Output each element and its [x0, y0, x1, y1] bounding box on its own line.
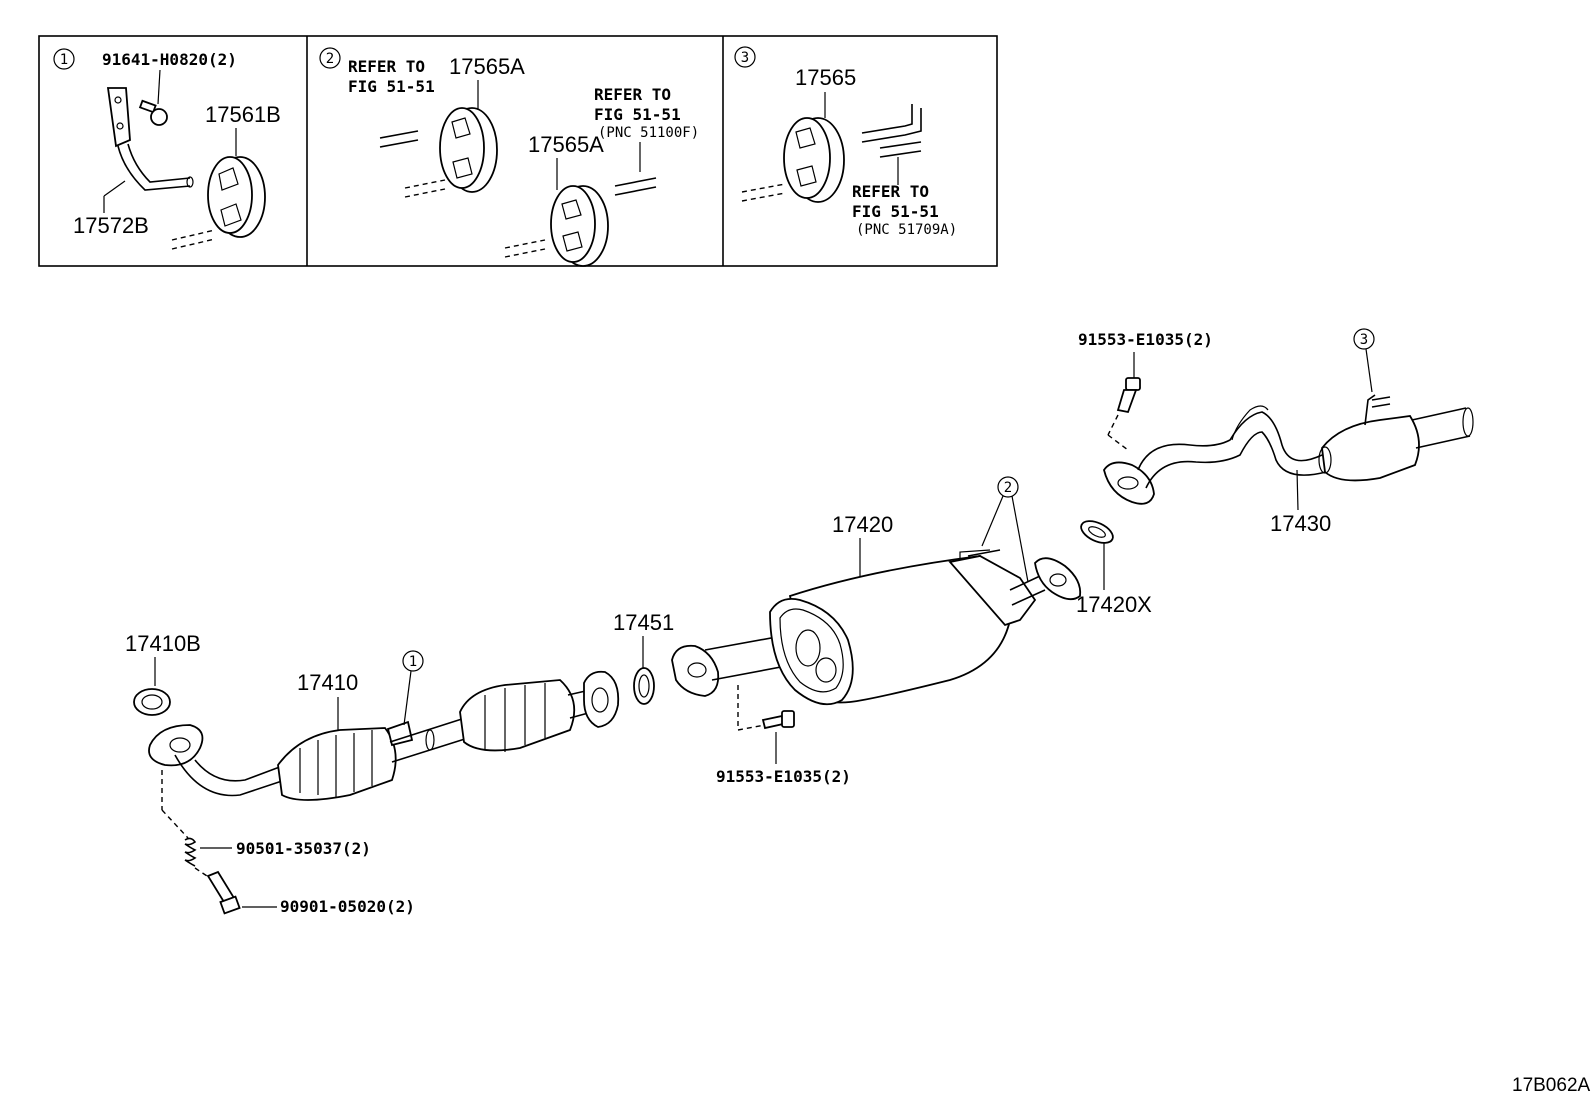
inset-2-hanger-b-label: 17565A — [528, 132, 604, 157]
front-gasket[interactable]: 17410B — [125, 631, 201, 716]
middle-gasket[interactable]: 17451 — [613, 610, 674, 705]
stud-bolt-label: 90901-05020(2) — [280, 897, 415, 916]
callout-2-number: 2 — [1004, 480, 1012, 496]
bracket-rod-part[interactable] — [861, 104, 922, 158]
callout-1: 1 — [402, 650, 424, 726]
center-muffler-assembly[interactable]: 17420 — [671, 512, 1082, 706]
rod-dash — [171, 229, 216, 241]
front-pipe-assembly[interactable]: 17410 — [148, 670, 620, 801]
inset-3-callout-number: 3 — [741, 50, 749, 66]
rear-bolt-label: 91553-E1035(2) — [1078, 330, 1213, 349]
spring-and-stud[interactable]: 90501-35037(2) 90901-05020(2) — [161, 770, 415, 916]
inset-2-hanger-a-label: 17565A — [449, 54, 525, 79]
inset-1-hanger-label: 17561B — [205, 102, 281, 127]
inset-2-callout-number: 2 — [326, 51, 334, 67]
inset-1-bolt-label: 91641-H0820(2) — [102, 50, 237, 69]
callout-3: 3 — [1353, 328, 1375, 393]
leader-line — [103, 180, 126, 197]
inset-panels — [38, 35, 998, 267]
callout-1-number: 1 — [409, 654, 417, 670]
inset-2-refer-line1: REFER TO — [348, 57, 425, 76]
hanger-bracket-part[interactable] — [106, 87, 194, 191]
tail-pipe-label: 17430 — [1270, 511, 1331, 536]
inset-1-bracket-label: 17572B — [73, 213, 149, 238]
diagram-id: 17B062A — [1512, 1075, 1591, 1096]
inset-2-callout-circle — [319, 47, 341, 69]
rear-gasket[interactable]: 17420X — [1076, 517, 1152, 617]
rod-dash — [171, 238, 216, 250]
muffler-label: 17420 — [832, 512, 893, 537]
inset-2: 2 REFER TO FIG 51-51 17565A REFER TO FIG… — [319, 47, 699, 267]
inset-2-refer-line2: FIG 51-51 — [348, 77, 435, 96]
rear-gasket-label: 17420X — [1076, 592, 1152, 617]
spring-label: 90501-35037(2) — [236, 839, 371, 858]
inset-3-refer-line1: REFER TO — [852, 182, 929, 201]
callout-2: 2 — [981, 476, 1029, 583]
front-pipe-label: 17410 — [297, 670, 358, 695]
inset-2-refer2-line2: FIG 51-51 — [594, 105, 681, 124]
rubber-hanger-part[interactable] — [439, 107, 498, 193]
inset-3-refer-pnc: (PNC 51709A) — [856, 222, 957, 238]
inset-frame — [38, 35, 998, 267]
middle-bolt-label: 91553-E1035(2) — [716, 767, 851, 786]
inset-1-callout-circle — [53, 48, 75, 70]
inset-3: 3 17565 REFER TO FIG 51-51 (PNC 51709A) — [734, 46, 957, 238]
inset-1-callout-number: 1 — [60, 52, 68, 68]
inset-1: 1 91641-H0820(2) 17572B 17561B — [53, 48, 281, 250]
inset-2-refer2-pnc: (PNC 51100F) — [598, 125, 699, 141]
leader-line — [157, 69, 161, 105]
rear-flange-bolt[interactable]: 91553-E1035(2) — [1078, 330, 1213, 451]
inset-3-callout-circle — [734, 46, 756, 68]
bolt-part[interactable] — [138, 99, 168, 126]
tail-pipe-assembly[interactable]: 17430 — [1103, 394, 1474, 536]
front-gasket-label: 17410B — [125, 631, 201, 656]
middle-gasket-label: 17451 — [613, 610, 674, 635]
inset-3-refer-line2: FIG 51-51 — [852, 202, 939, 221]
inset-3-hanger-label: 17565 — [795, 65, 856, 90]
callout-3-number: 3 — [1360, 332, 1368, 348]
leader-line — [1296, 469, 1299, 511]
rubber-hanger-part[interactable] — [550, 185, 609, 267]
middle-flange-bolt[interactable]: 91553-E1035(2) — [716, 685, 851, 786]
inset-2-refer2-line1: REFER TO — [594, 85, 671, 104]
rubber-hanger-part[interactable] — [207, 156, 266, 238]
rubber-hanger-part[interactable] — [783, 117, 845, 203]
